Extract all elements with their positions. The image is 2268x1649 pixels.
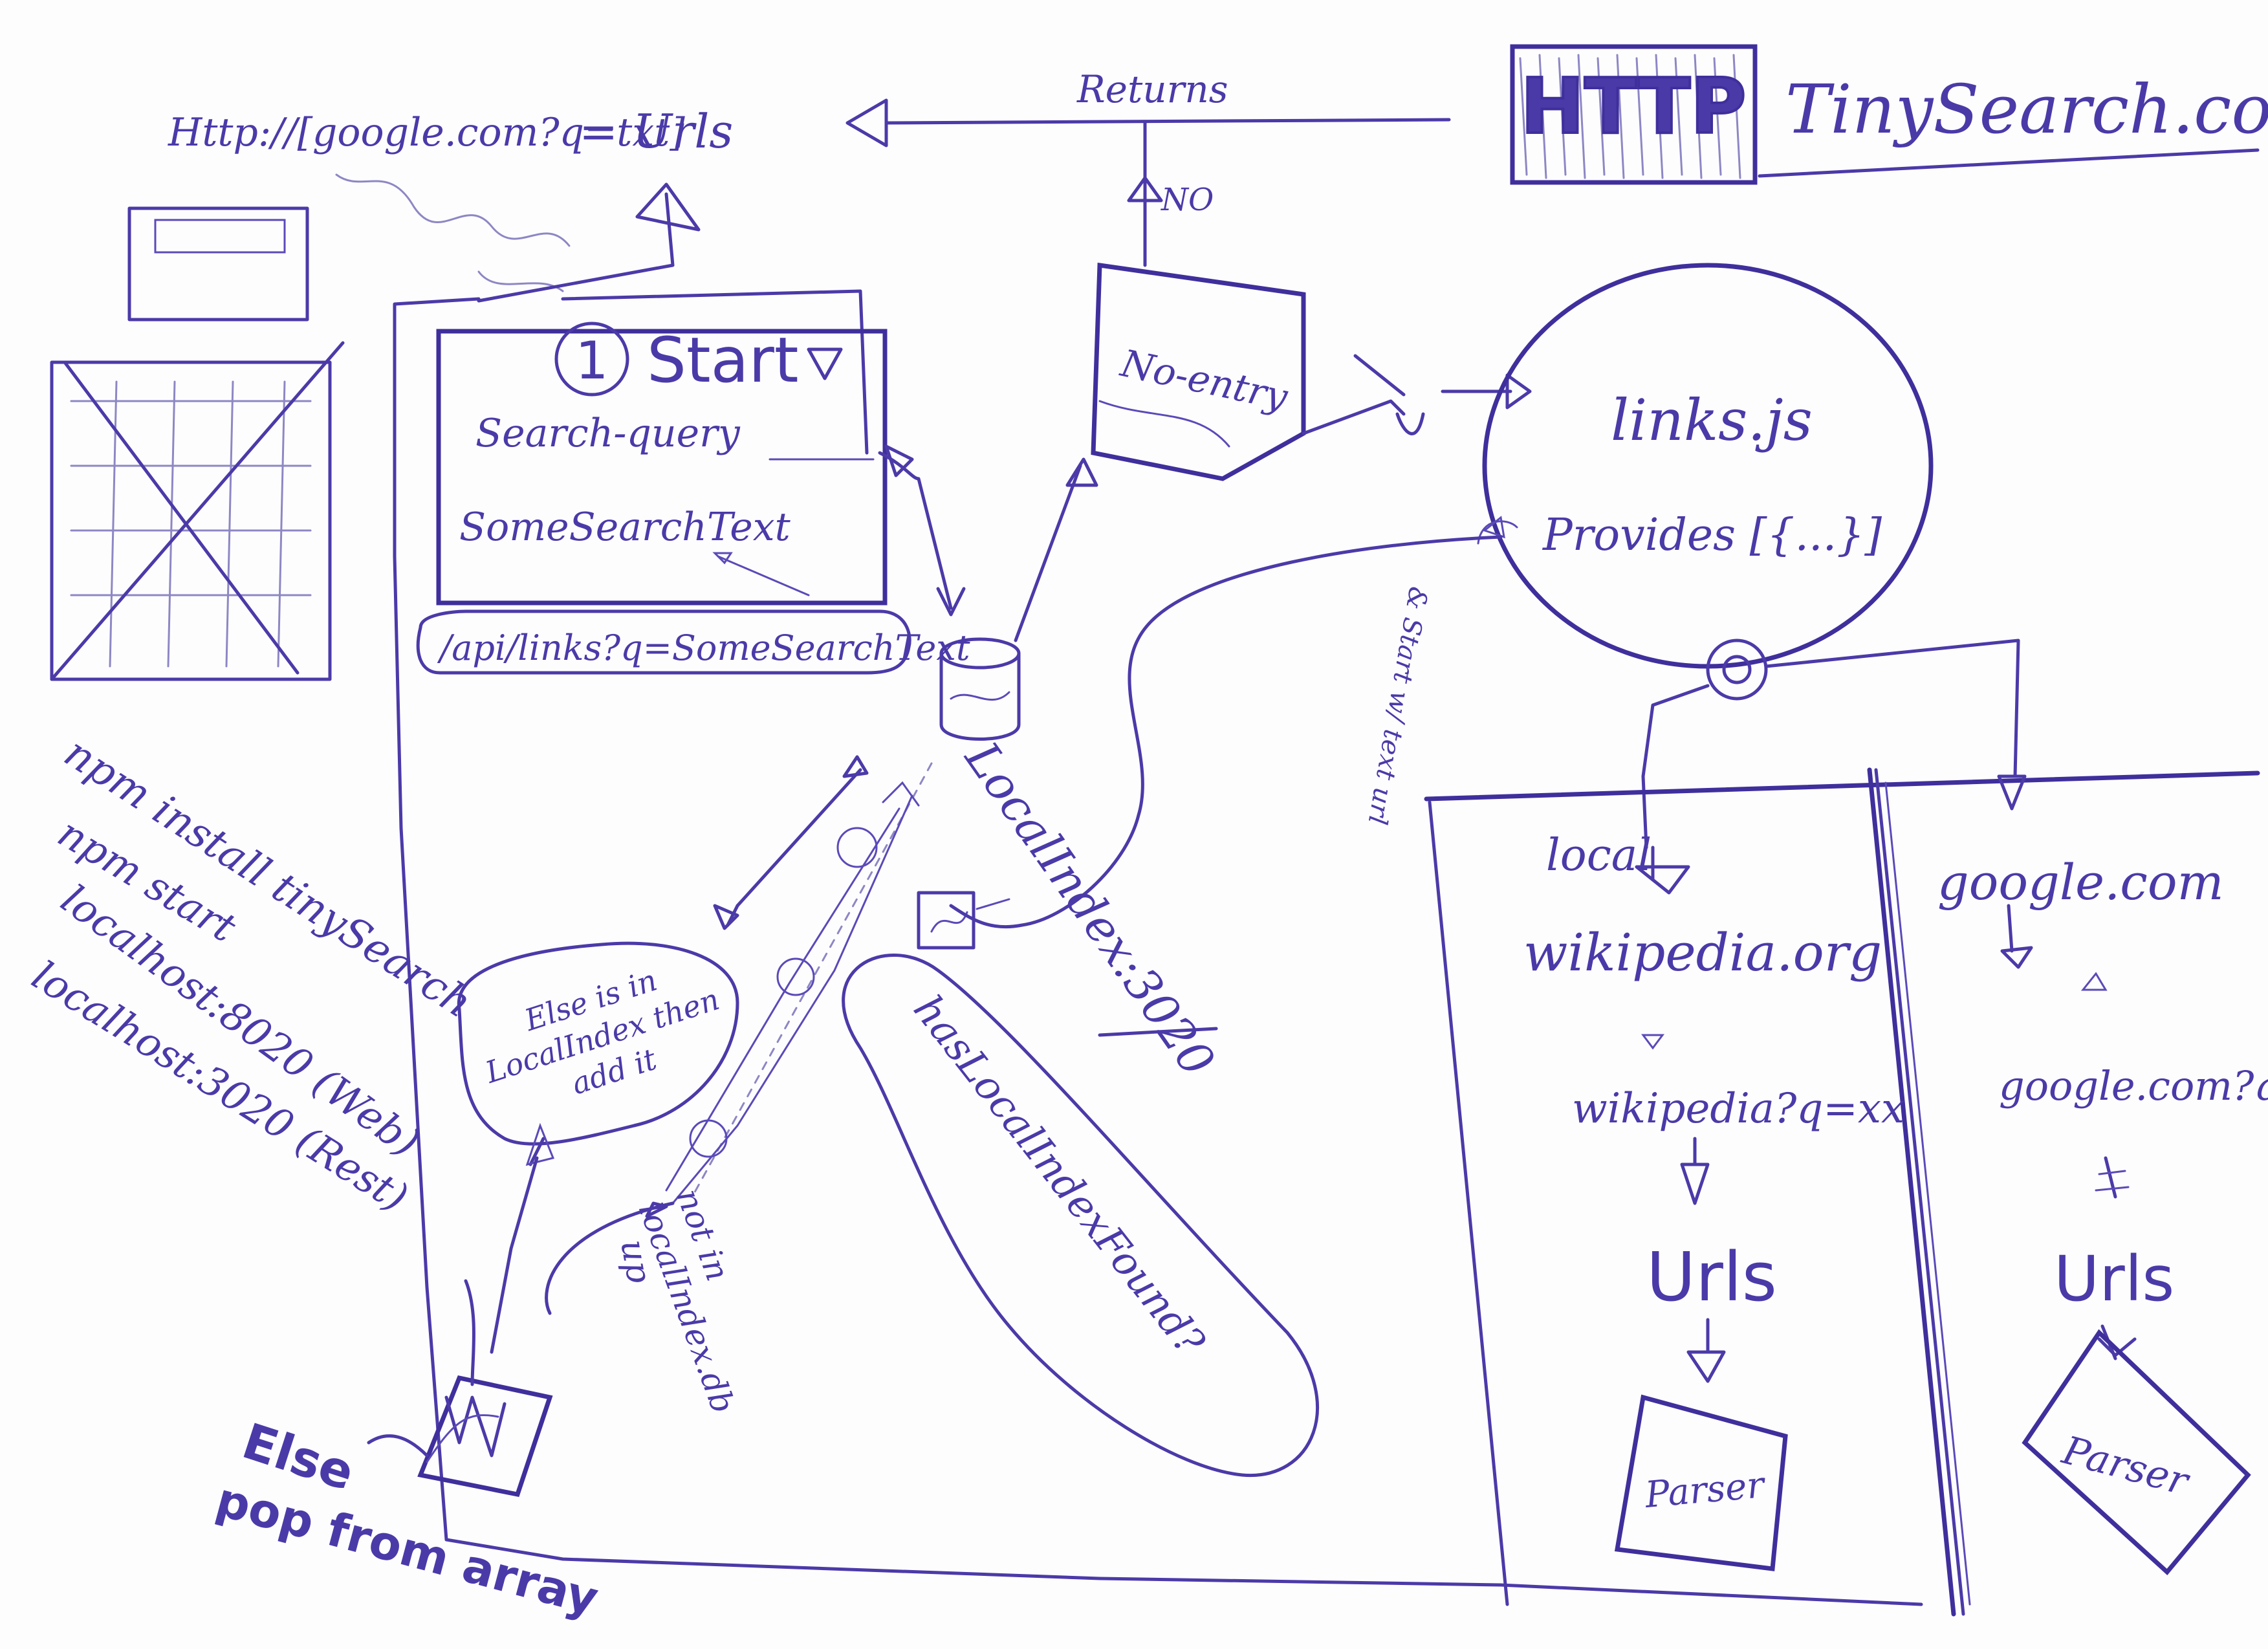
local-index-label: LocalIndex:3020 bbox=[954, 731, 1225, 1086]
search-query-label: Search-query bbox=[475, 411, 741, 456]
providers-panel: local wikipedia.org wikipedia?q=xx Urls … bbox=[1424, 767, 2268, 1617]
provider-wikipedia-column: local wikipedia.org wikipedia?q=xx Urls … bbox=[1523, 830, 1904, 1571]
wireframe-searchbox-sketch bbox=[127, 206, 309, 322]
links-side-note: & Start w/ text url bbox=[1362, 584, 1433, 827]
provider-local-header: local bbox=[1546, 830, 1652, 881]
start-box: 1 Start Search-query SomeSearchText bbox=[436, 322, 888, 606]
links-provides-text: Provides [{...}] bbox=[1542, 510, 1882, 561]
crossed-out-wireframe bbox=[50, 341, 345, 681]
provider-google-url: google.com?q=xx bbox=[1999, 1062, 2268, 1109]
array-stack bbox=[417, 1375, 553, 1498]
logo-text: HTTP bbox=[1521, 61, 1747, 151]
provider-wikipedia-urls: Urls bbox=[1646, 1238, 1777, 1316]
start-number: 1 bbox=[576, 331, 609, 391]
else-bubble: Else is in LocalIndex then add it bbox=[481, 962, 724, 1102]
wikipedia-parser-box bbox=[1614, 1394, 1788, 1571]
no-entry-box: No-entry bbox=[1091, 262, 1306, 481]
links-js-title: links.js bbox=[1611, 387, 1813, 453]
local-index-database bbox=[939, 637, 1021, 741]
site-title: TinySearch.com bbox=[1785, 70, 2268, 149]
api-url-text: /api/links?q=SomeSearchText bbox=[437, 628, 970, 668]
provider-wikipedia-site: wikipedia.org bbox=[1523, 923, 1882, 983]
provider-google-urls: Urls bbox=[2054, 1243, 2174, 1315]
provider-google-site: google.com bbox=[1937, 853, 2224, 911]
provider-wikipedia-url: wikipedia?q=xx bbox=[1572, 1085, 1904, 1133]
links-js-module: links.js Provides [{...}] bbox=[1477, 263, 1934, 669]
google-parser-box bbox=[2022, 1329, 2251, 1576]
urls-equals-text: = Urls bbox=[579, 104, 733, 158]
not-in-prefix: up bbox=[613, 1237, 659, 1286]
url-text: Http://[google.com?q=txt] bbox=[168, 110, 685, 155]
no-entry-label: No-entry bbox=[1116, 341, 1292, 419]
provider-wikipedia-parser: Parser bbox=[1643, 1464, 1768, 1516]
returns-label: Returns bbox=[1076, 67, 1228, 111]
pop-from-array-label: pop from array bbox=[211, 1472, 604, 1626]
no-label: NO bbox=[1161, 182, 1214, 218]
start-title: Start bbox=[647, 324, 799, 397]
else-bubble-text: Else is in LocalIndex then add it bbox=[481, 962, 724, 1102]
provider-google-column: google.com google.com?q=xx Urls Parser bbox=[1937, 774, 2268, 1576]
command-notes: npm install tinySearch npm start localho… bbox=[24, 728, 480, 1221]
not-in-note: not in localIndex.db bbox=[631, 1184, 743, 1419]
not-in-note-text: not in localIndex.db bbox=[631, 1184, 743, 1419]
http-logo: HTTP bbox=[1510, 44, 1758, 185]
search-query-value: SomeSearchText bbox=[459, 505, 791, 550]
